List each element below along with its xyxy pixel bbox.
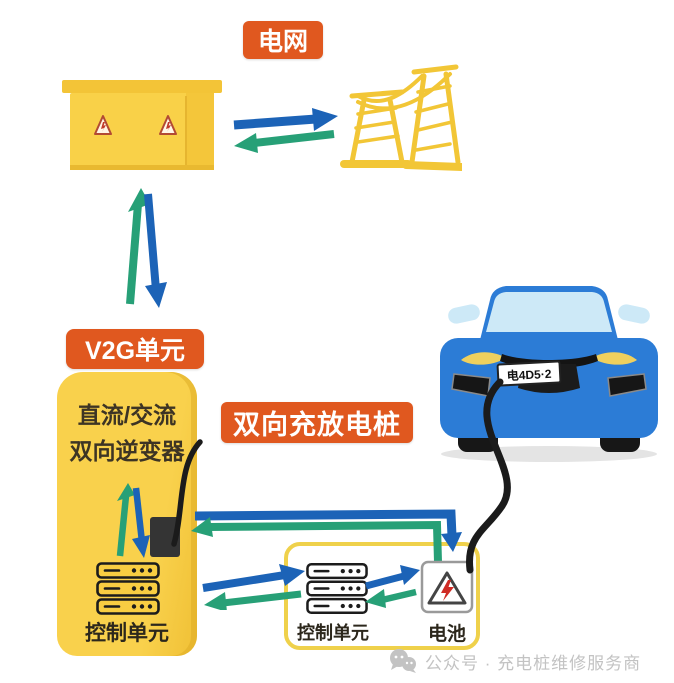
arrow-left-green (253, 130, 335, 147)
bidirectional-pile-label-text: 双向充放电桩 (233, 410, 401, 440)
arrow-up-green (116, 495, 130, 557)
arrow-left-green-head (191, 517, 213, 537)
car-headlight (592, 352, 637, 365)
arrow-right-blue (233, 114, 317, 130)
control-link-arrows (202, 564, 305, 610)
grid-label-text: 电网 (257, 28, 308, 56)
arrow-left-green-head (234, 133, 258, 153)
watermark-text: 公众号 · 充电桩维修服务商 (425, 653, 642, 673)
car-headlight (461, 352, 506, 365)
arrow-up-green-head (128, 188, 150, 212)
power-towers-icon (340, 64, 462, 171)
battery-label: 电池 (427, 624, 466, 645)
arrow-left-green-head (365, 589, 386, 608)
battery-warning-icon (420, 560, 474, 614)
transformer-side-panel (186, 93, 214, 167)
arrow-down-blue-head (145, 282, 167, 308)
line-blue (194, 509, 457, 537)
electric-car: 电4D5·2 (440, 286, 658, 462)
line-green (207, 520, 442, 563)
arrow-right-blue-head (279, 564, 305, 586)
pile-cable (171, 439, 203, 547)
inverter-text-line2: 双向逆变器 (69, 438, 185, 464)
grid-tower-arrows (233, 108, 338, 153)
arrow-left-green (381, 588, 417, 604)
v2g-unit-label-text: V2G单元 (84, 337, 186, 365)
arrow-down-blue-head (132, 535, 150, 558)
arrow-right-blue (365, 572, 405, 590)
bidirectional-pile-label: 双向充放电桩 (221, 402, 413, 443)
license-plate: 电4D5·2 (496, 360, 562, 387)
arrow-up-green-head (117, 483, 135, 501)
arrow-right-blue-head (400, 565, 420, 585)
grid-label: 电网 (243, 21, 323, 59)
arrow-left-green-head (204, 592, 227, 610)
car-windshield (486, 292, 612, 332)
transformer-box (62, 80, 222, 170)
arrow-left-green (222, 590, 302, 607)
pile-internal-arrows (116, 483, 150, 558)
transformer-base-shade (70, 165, 214, 170)
arrow-right-blue-head (312, 108, 338, 131)
warning-triangle-icon (94, 115, 112, 135)
arrow-down-blue-head (441, 532, 462, 552)
power-line (356, 74, 424, 103)
v2g-unit-label: V2G单元 (66, 329, 204, 369)
inverter-text-line1: 直流/交流 (77, 402, 177, 428)
transformer-lid (62, 80, 222, 93)
car-mirror (448, 304, 480, 324)
car-charging-cable (465, 378, 511, 574)
wechat-icon (390, 649, 416, 673)
pile-control-label: 控制单元 (85, 622, 169, 645)
arrow-up-green (126, 203, 142, 305)
warning-triangle-icon (159, 115, 177, 135)
arrow-down-blue (132, 487, 146, 543)
arrow-down-blue (144, 193, 160, 291)
car-bumper-vent (607, 373, 647, 397)
box-control-label: 控制单元 (297, 623, 369, 643)
server-rack-icon (96, 562, 160, 615)
car-mirror (618, 304, 650, 324)
grid-v2g-arrows (126, 188, 167, 308)
pile-battery-long-arrows (191, 509, 462, 563)
arrow-right-blue (202, 571, 286, 592)
watermark: 公众号 · 充电桩维修服务商 (388, 648, 641, 674)
license-plate-text: 电4D5·2 (506, 366, 552, 383)
control-battery-arrows (365, 565, 420, 608)
transformer-body (70, 93, 214, 167)
server-rack-icon (306, 563, 368, 614)
power-line (356, 72, 452, 111)
